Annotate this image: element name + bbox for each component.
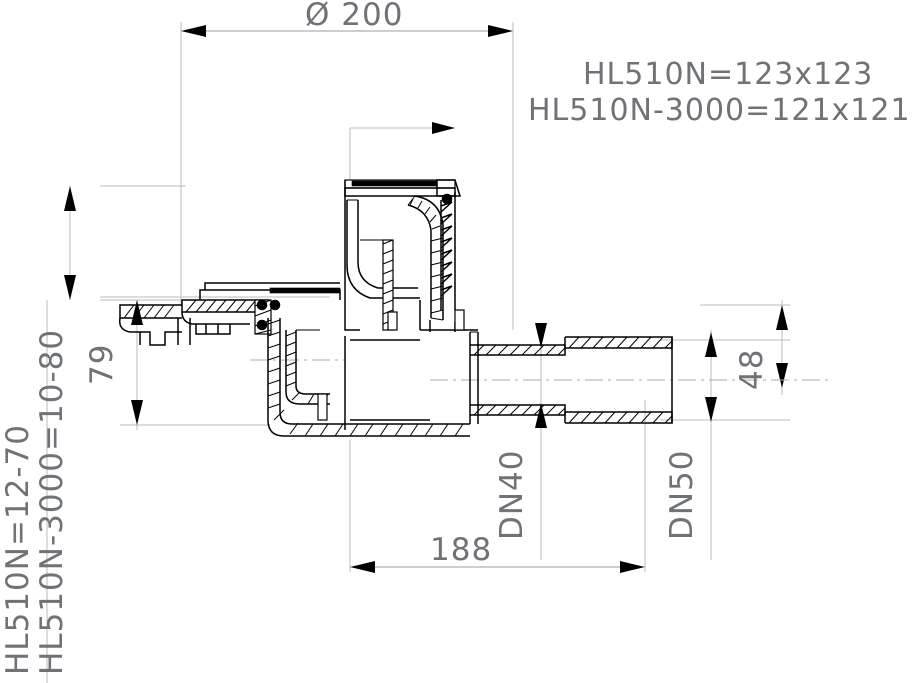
label-outlet-dn40: DN40 xyxy=(494,449,530,540)
dim-height-48: 48 xyxy=(734,349,770,390)
dimension-arrowheads xyxy=(64,25,788,573)
dim-diameter-top: Ø 200 xyxy=(305,0,403,33)
dim-height-79: 79 xyxy=(84,344,120,385)
drain-body-section xyxy=(118,179,673,437)
note-hl510n-size: HL510N=123x123 xyxy=(583,57,873,92)
dim-length-188: 188 xyxy=(430,532,492,568)
label-hl510n-height-range: HL510N=12-70 xyxy=(0,424,36,675)
label-hl510n-3000-height-range: HL510N-3000=10-80 xyxy=(34,329,70,675)
label-outlet-dn50: DN50 xyxy=(664,449,700,540)
note-hl510n-3000-size: HL510N-3000=121x121 xyxy=(528,93,911,128)
thread-teeth xyxy=(440,201,453,297)
